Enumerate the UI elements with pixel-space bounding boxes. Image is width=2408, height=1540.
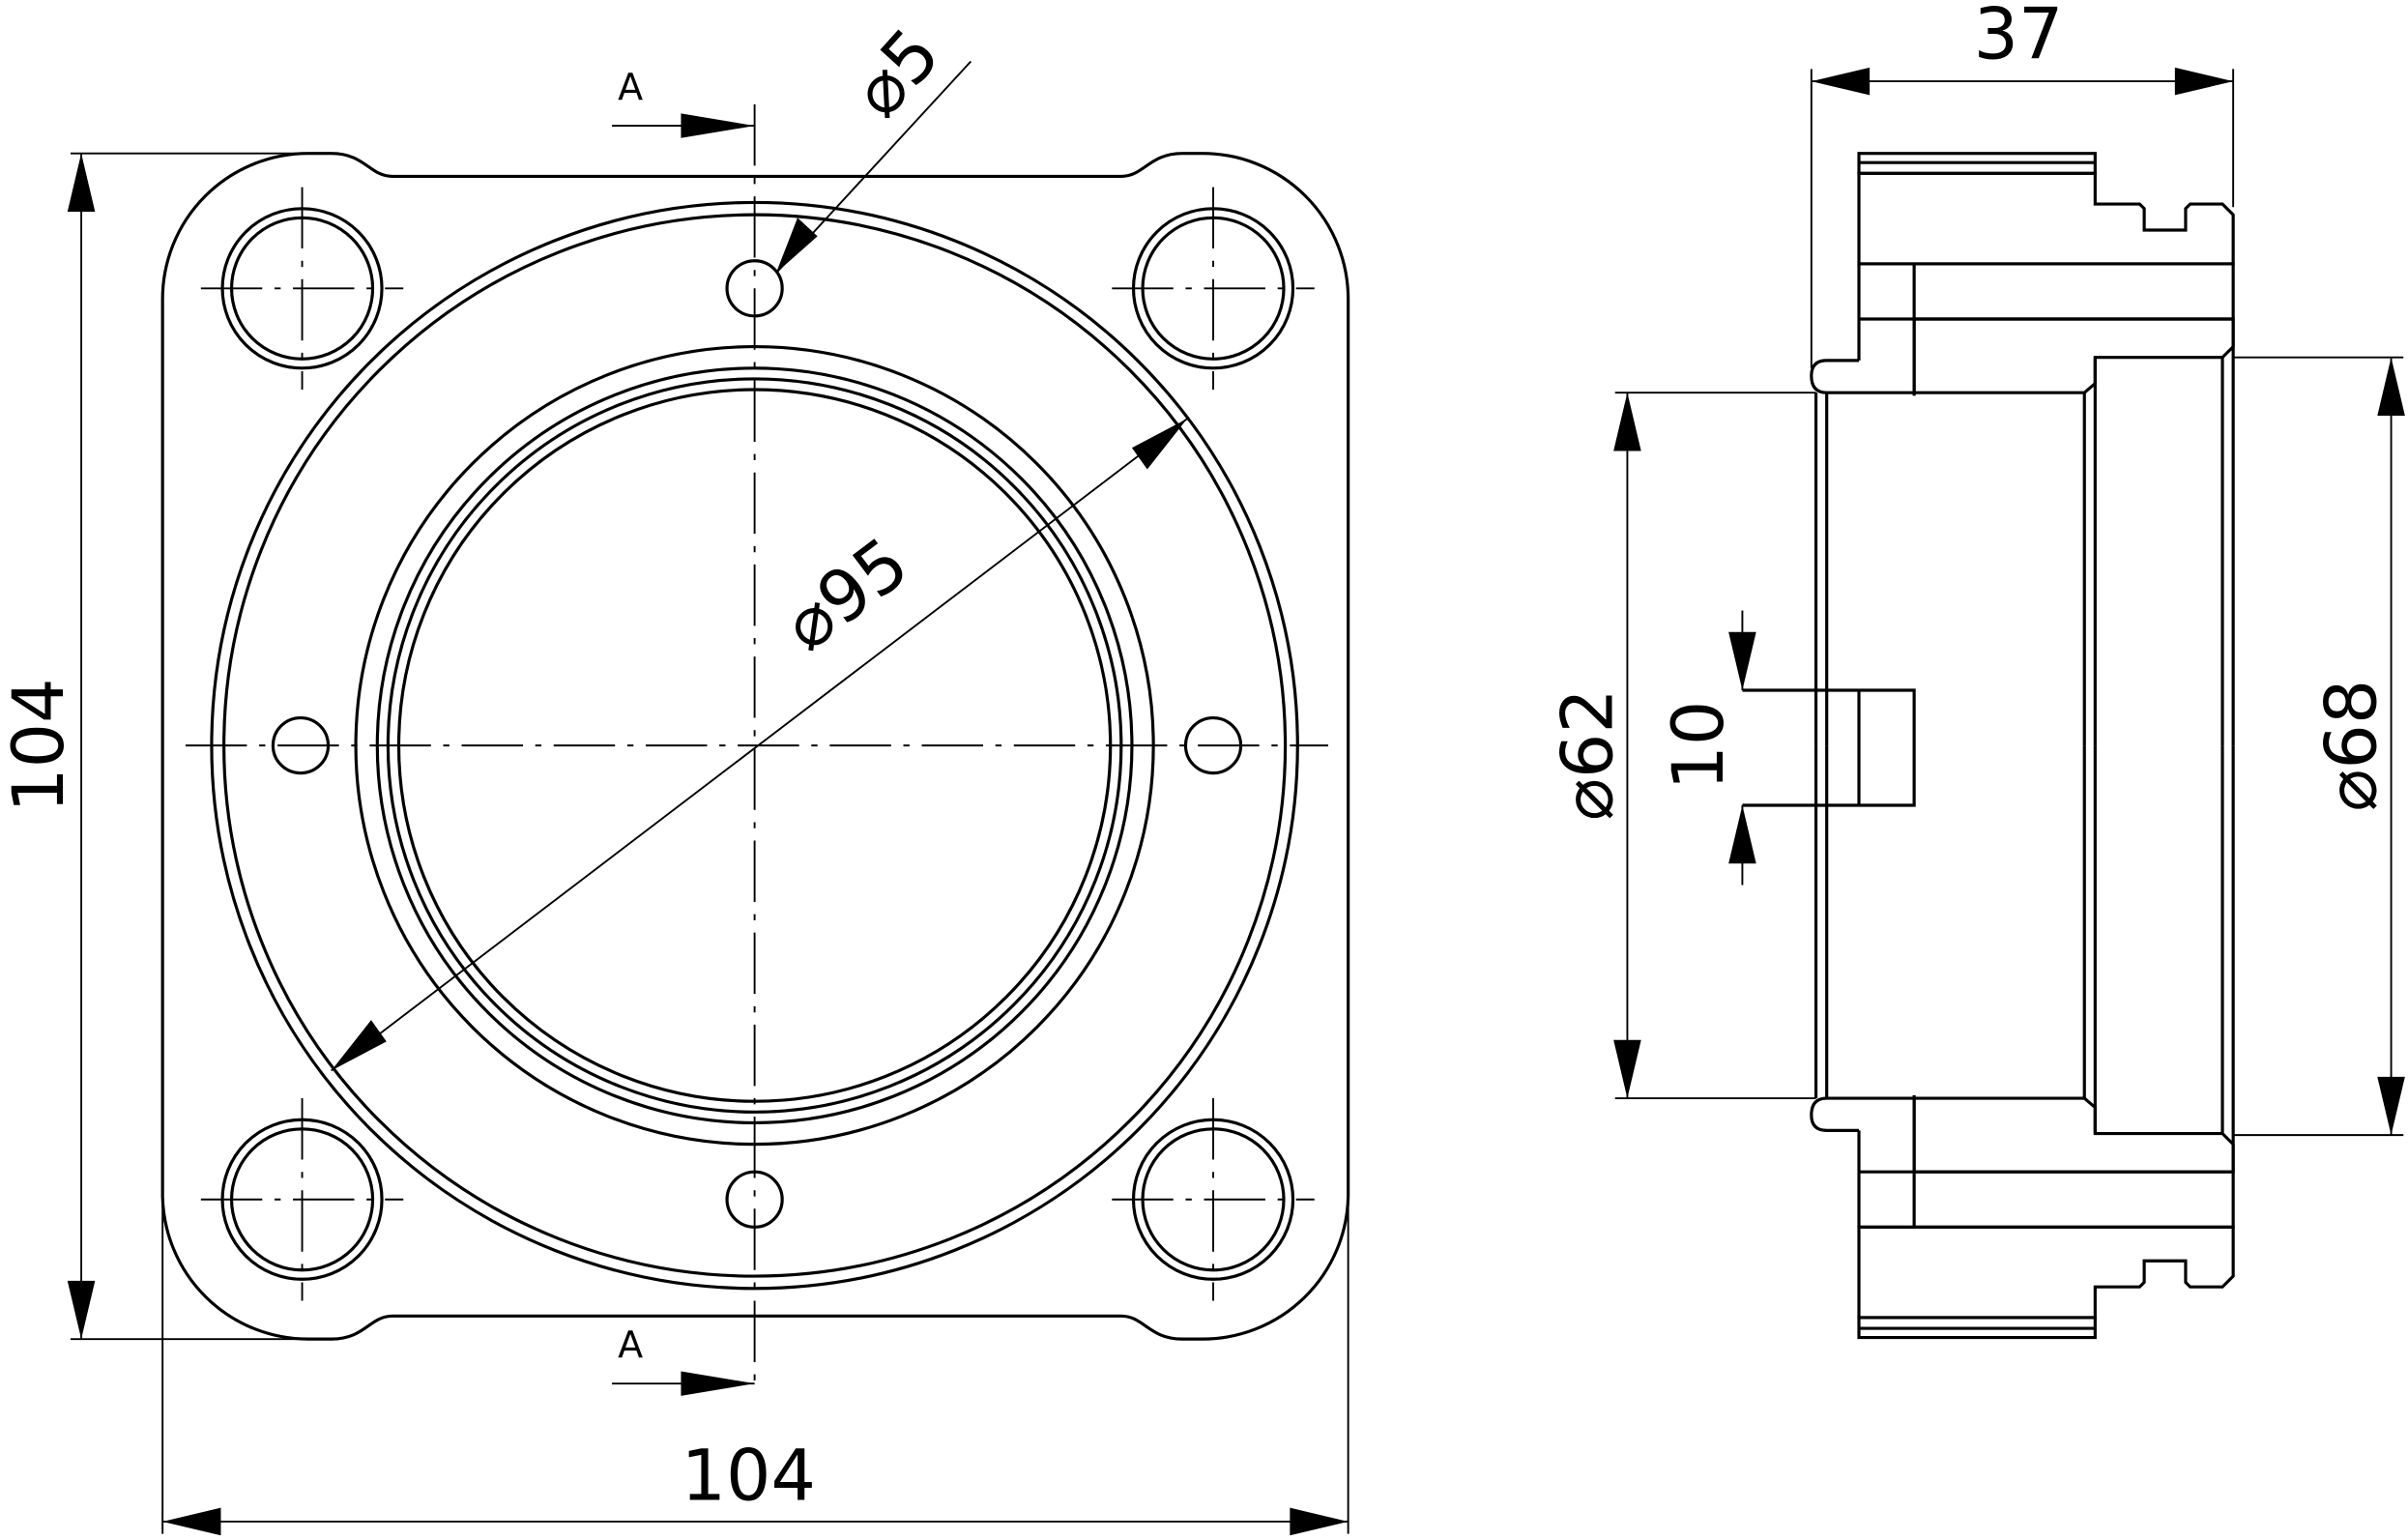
section-view: 37 ⌀62 ⌀68 10 [1548, 0, 2405, 1340]
dim-key: 10 [1658, 610, 1756, 886]
dim-height: 104 [0, 152, 308, 1341]
dim-outer-diameter: ⌀68 [2233, 356, 2405, 1137]
dim-width: 104 [161, 1196, 1349, 1536]
flange-plate-outline [160, 152, 1350, 1341]
dim-inner-label: ⌀62 [1548, 688, 1630, 821]
dim-hole: ⌀5 [775, 14, 972, 275]
dim-width-label: 104 [682, 1436, 816, 1518]
bolt-holes [200, 187, 1315, 1301]
hatched-hub [1912, 317, 2235, 394]
section-label: A [618, 1323, 643, 1366]
small-holes [271, 259, 1243, 1229]
dim-length: 37 [1810, 0, 2235, 368]
dim-length-label: 37 [1974, 0, 2064, 75]
dim-outer-label: ⌀68 [2311, 680, 2393, 812]
hatched-flange [1857, 171, 2235, 266]
section-marker-top: A [612, 66, 755, 138]
dim-height-label: 104 [0, 678, 80, 812]
dim-inner-diameter: ⌀62 [1548, 392, 1816, 1099]
section-marker-bottom: A [612, 1323, 755, 1396]
front-view: 104 104 ⌀95 ⌀5 A A [0, 14, 1350, 1536]
dim-bore-label: ⌀95 [769, 522, 923, 667]
section-label: A [618, 66, 643, 108]
keyway [1742, 688, 1916, 807]
section-half [1810, 152, 2235, 746]
dim-hole-label: ⌀5 [837, 14, 957, 133]
dim-key-label: 10 [1658, 701, 1740, 791]
